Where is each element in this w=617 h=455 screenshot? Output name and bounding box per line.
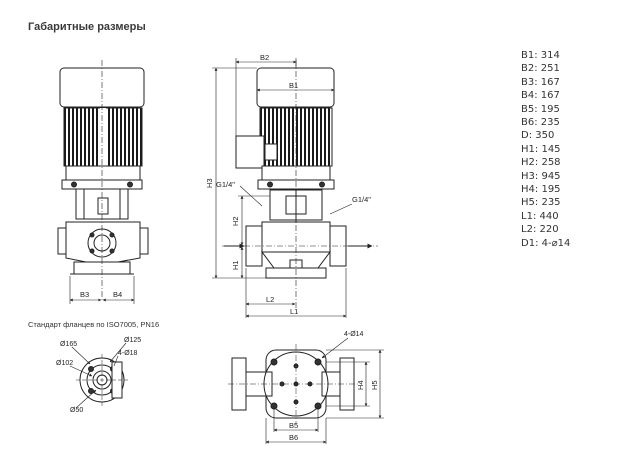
label-d102: Ø102: [56, 360, 73, 367]
dimension-key: D1: [521, 237, 536, 249]
label-b3: B3: [80, 290, 89, 299]
dimension-h4: H4: 195: [521, 184, 561, 196]
dimension-key: L2: [521, 224, 533, 236]
dimension-value: 251: [540, 63, 560, 75]
front-view: [57, 60, 149, 304]
label-port-right: G1/4": [352, 195, 371, 204]
dimension-key: H4: [521, 184, 535, 196]
dimension-l2: L2: 220: [521, 224, 559, 236]
label-holes-d18: 4-Ø18: [118, 350, 138, 357]
dimension-key: H3: [521, 170, 535, 182]
flange-standard-note: Стандарт фланцев по ISO7005, PN16: [28, 320, 160, 329]
dimension-value: 350: [535, 130, 555, 142]
dimension-b2: B2: 251: [521, 63, 560, 75]
dimension-b1: B1: 314: [521, 50, 560, 61]
dimension-value: 235: [541, 197, 561, 209]
dimension-d: D: 350: [521, 130, 555, 142]
label-b5: B5: [289, 421, 298, 430]
dimension-value: 195: [541, 184, 561, 196]
dimension-value: 167: [540, 76, 560, 88]
label-h5: H5: [370, 380, 379, 390]
label-d165: Ø165: [60, 341, 77, 348]
dimension-l1: L1: 440: [521, 210, 559, 222]
label-l2: L2: [266, 295, 274, 304]
label-h2: H2: [231, 216, 240, 226]
label-b2: B2: [260, 53, 269, 62]
dimension-value: 167: [540, 90, 560, 102]
dimension-key: B1: [521, 50, 535, 61]
label-h3: H3: [205, 178, 214, 188]
dimension-value: 314: [540, 50, 560, 61]
dimension-h1: H1: 145: [521, 143, 561, 155]
top-view: [228, 337, 384, 444]
label-h1: H1: [231, 260, 240, 270]
dimension-b5: B5: 195: [521, 103, 560, 115]
dimension-key: B3: [521, 76, 535, 88]
page-title: Габаритные размеры: [28, 21, 146, 33]
dimension-value: 220: [539, 224, 559, 236]
dimension-d1: D1: 4-⌀14: [521, 237, 571, 249]
label-h4: H4: [356, 380, 365, 390]
dimension-value: 945: [541, 170, 561, 182]
dimension-value: 4-⌀14: [541, 237, 571, 249]
dimension-value: 235: [540, 117, 560, 129]
dimension-key: B4: [521, 90, 535, 102]
dimension-key: H1: [521, 143, 535, 155]
label-l1: L1: [290, 307, 298, 316]
dimension-h3: H3: 945: [521, 170, 561, 182]
label-holes-d14: 4-Ø14: [344, 331, 364, 338]
dimension-key: D: [521, 130, 529, 142]
label-d50: Ø50: [70, 407, 83, 414]
dimension-h2: H2: 258: [521, 157, 561, 169]
dimension-key: B6: [521, 117, 535, 129]
dimension-value: 195: [540, 103, 560, 115]
dimension-key: B5: [521, 103, 535, 115]
dimension-key: H2: [521, 157, 535, 169]
dimension-key: B2: [521, 63, 535, 75]
label-port-left: G1/4": [216, 180, 235, 189]
dimension-value: 145: [541, 143, 561, 155]
label-b6: B6: [289, 433, 298, 442]
dimension-b4: B4: 167: [521, 90, 560, 102]
side-view: [212, 58, 378, 318]
dimension-key: H5: [521, 197, 535, 209]
label-d125: Ø125: [124, 337, 141, 344]
dimension-value: 440: [539, 210, 559, 222]
label-b4: B4: [113, 290, 122, 299]
dimension-key: L1: [521, 210, 533, 222]
dimension-b6: B6: 235: [521, 117, 560, 129]
dimension-h5: H5: 235: [521, 197, 561, 209]
label-b1: B1: [289, 81, 298, 90]
dimension-value: 258: [541, 157, 561, 169]
flange-detail: [69, 342, 128, 409]
dimension-b3: B3: 167: [521, 76, 560, 88]
